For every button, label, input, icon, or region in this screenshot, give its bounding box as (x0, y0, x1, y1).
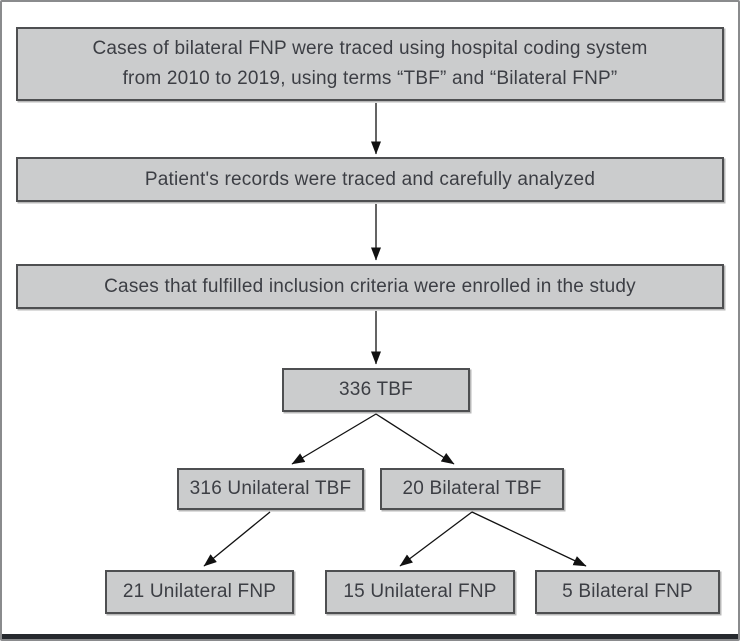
arrow-336tbf-to-20bilateral (375, 413, 455, 465)
flow-node-316-unilateral-tbf-label: 316 Unilateral TBF (189, 478, 352, 499)
flow-node-5-bilateral-fnp: 5 Bilateral FNP (535, 570, 720, 614)
flow-node-records-label: Patient's records were traced and carefu… (144, 168, 596, 190)
flow-node-15-unilateral-fnp: 15 Unilateral FNP (325, 570, 515, 614)
flow-node-20-bilateral-tbf: 20 Bilateral TBF (380, 468, 564, 510)
flow-node-20-bilateral-tbf-label: 20 Bilateral TBF (402, 478, 542, 499)
arrow-316unilateral-to-21fnp (203, 511, 271, 567)
flow-node-21-unilateral-fnp: 21 Unilateral FNP (105, 570, 294, 614)
figure-bottom-rule (2, 634, 738, 639)
flow-node-records: Patient's records were traced and carefu… (16, 157, 724, 202)
flow-node-21-unilateral-fnp-label: 21 Unilateral FNP (122, 581, 277, 602)
flow-node-316-unilateral-tbf: 316 Unilateral TBF (177, 468, 364, 510)
flow-node-336-tbf-label: 336 TBF (339, 379, 413, 400)
arrow-20bilateral-to-15fnp (399, 511, 473, 567)
flow-node-criteria: Cases that fulfilled inclusion criteria … (16, 264, 724, 309)
flow-node-trace: Cases of bilateral FNP were traced using… (16, 27, 724, 101)
arrow-336tbf-to-316unilateral (291, 413, 377, 465)
arrow-20bilateral-to-5fnp (471, 511, 587, 567)
flow-node-15-unilateral-fnp-label: 15 Unilateral FNP (343, 581, 497, 602)
flow-node-criteria-label: Cases that fulfilled inclusion criteria … (104, 275, 636, 297)
flow-node-5-bilateral-fnp-label: 5 Bilateral FNP (562, 581, 693, 602)
flow-node-trace-label: Cases of bilateral FNP were traced using… (92, 38, 648, 89)
flow-node-336-tbf: 336 TBF (282, 368, 470, 412)
